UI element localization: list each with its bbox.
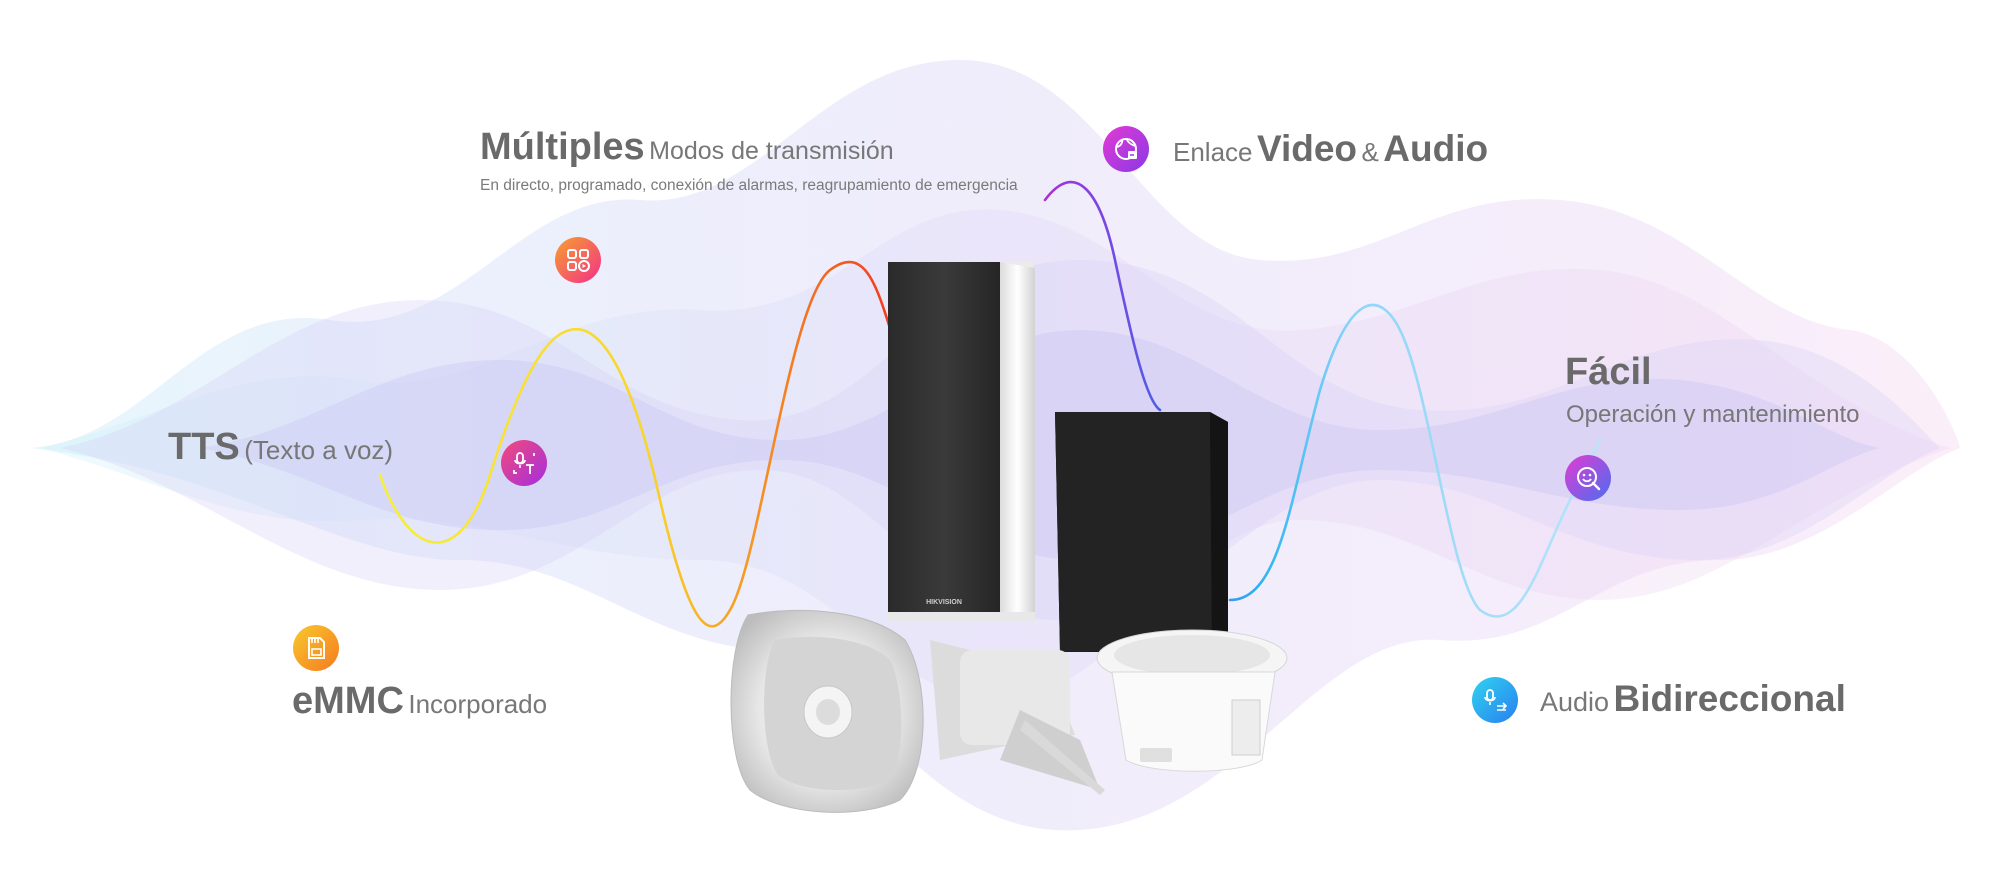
bidireccional-title: Bidireccional [1613, 678, 1846, 719]
svg-text:HIKVISION: HIKVISION [926, 599, 962, 606]
horn-speaker [730, 609, 1105, 813]
enlace-prefix: Enlace [1173, 137, 1253, 167]
mic-text-icon [501, 440, 547, 486]
multiples-subtitle: En directo, programado, conexión de alar… [480, 177, 1018, 194]
two-way-audio-icon [1472, 677, 1518, 723]
box-speaker [1055, 412, 1228, 652]
facil-title: Fácil [1565, 351, 1652, 393]
bidireccional-prefix: Audio [1540, 687, 1610, 717]
smile-wrench-icon [1565, 455, 1611, 501]
feature-facil: Fácil [1565, 353, 1652, 391]
multiples-rest: Modos de transmisión [649, 137, 894, 165]
ceiling-speaker [1096, 629, 1288, 772]
multiples-title: Múltiples [480, 126, 645, 168]
feature-enlace: Enlace Video & Audio [1173, 130, 1488, 167]
column-speaker: HIKVISION [888, 262, 1035, 622]
emmc-title: eMMC [292, 680, 404, 722]
globe-speaker-icon [1103, 126, 1149, 172]
tts-rest: (Texto a voz) [244, 435, 394, 465]
feature-bidireccional: Audio Bidireccional [1540, 680, 1846, 717]
enlace-audio: Audio [1383, 128, 1489, 169]
feature-emmc: eMMC Incorporado [292, 682, 547, 720]
enlace-amp: & [1361, 137, 1379, 167]
feature-tts: TTS (Texto a voz) [168, 428, 393, 466]
apps-play-icon [555, 237, 601, 283]
memory-card-icon [293, 625, 339, 671]
emmc-rest: Incorporado [408, 689, 548, 719]
feature-multiples: Múltiples Modos de transmisión [480, 128, 894, 166]
enlace-video: Video [1256, 128, 1358, 169]
facil-subtitle: Operación y mantenimiento [1566, 401, 1860, 428]
tts-title: TTS [168, 426, 240, 468]
